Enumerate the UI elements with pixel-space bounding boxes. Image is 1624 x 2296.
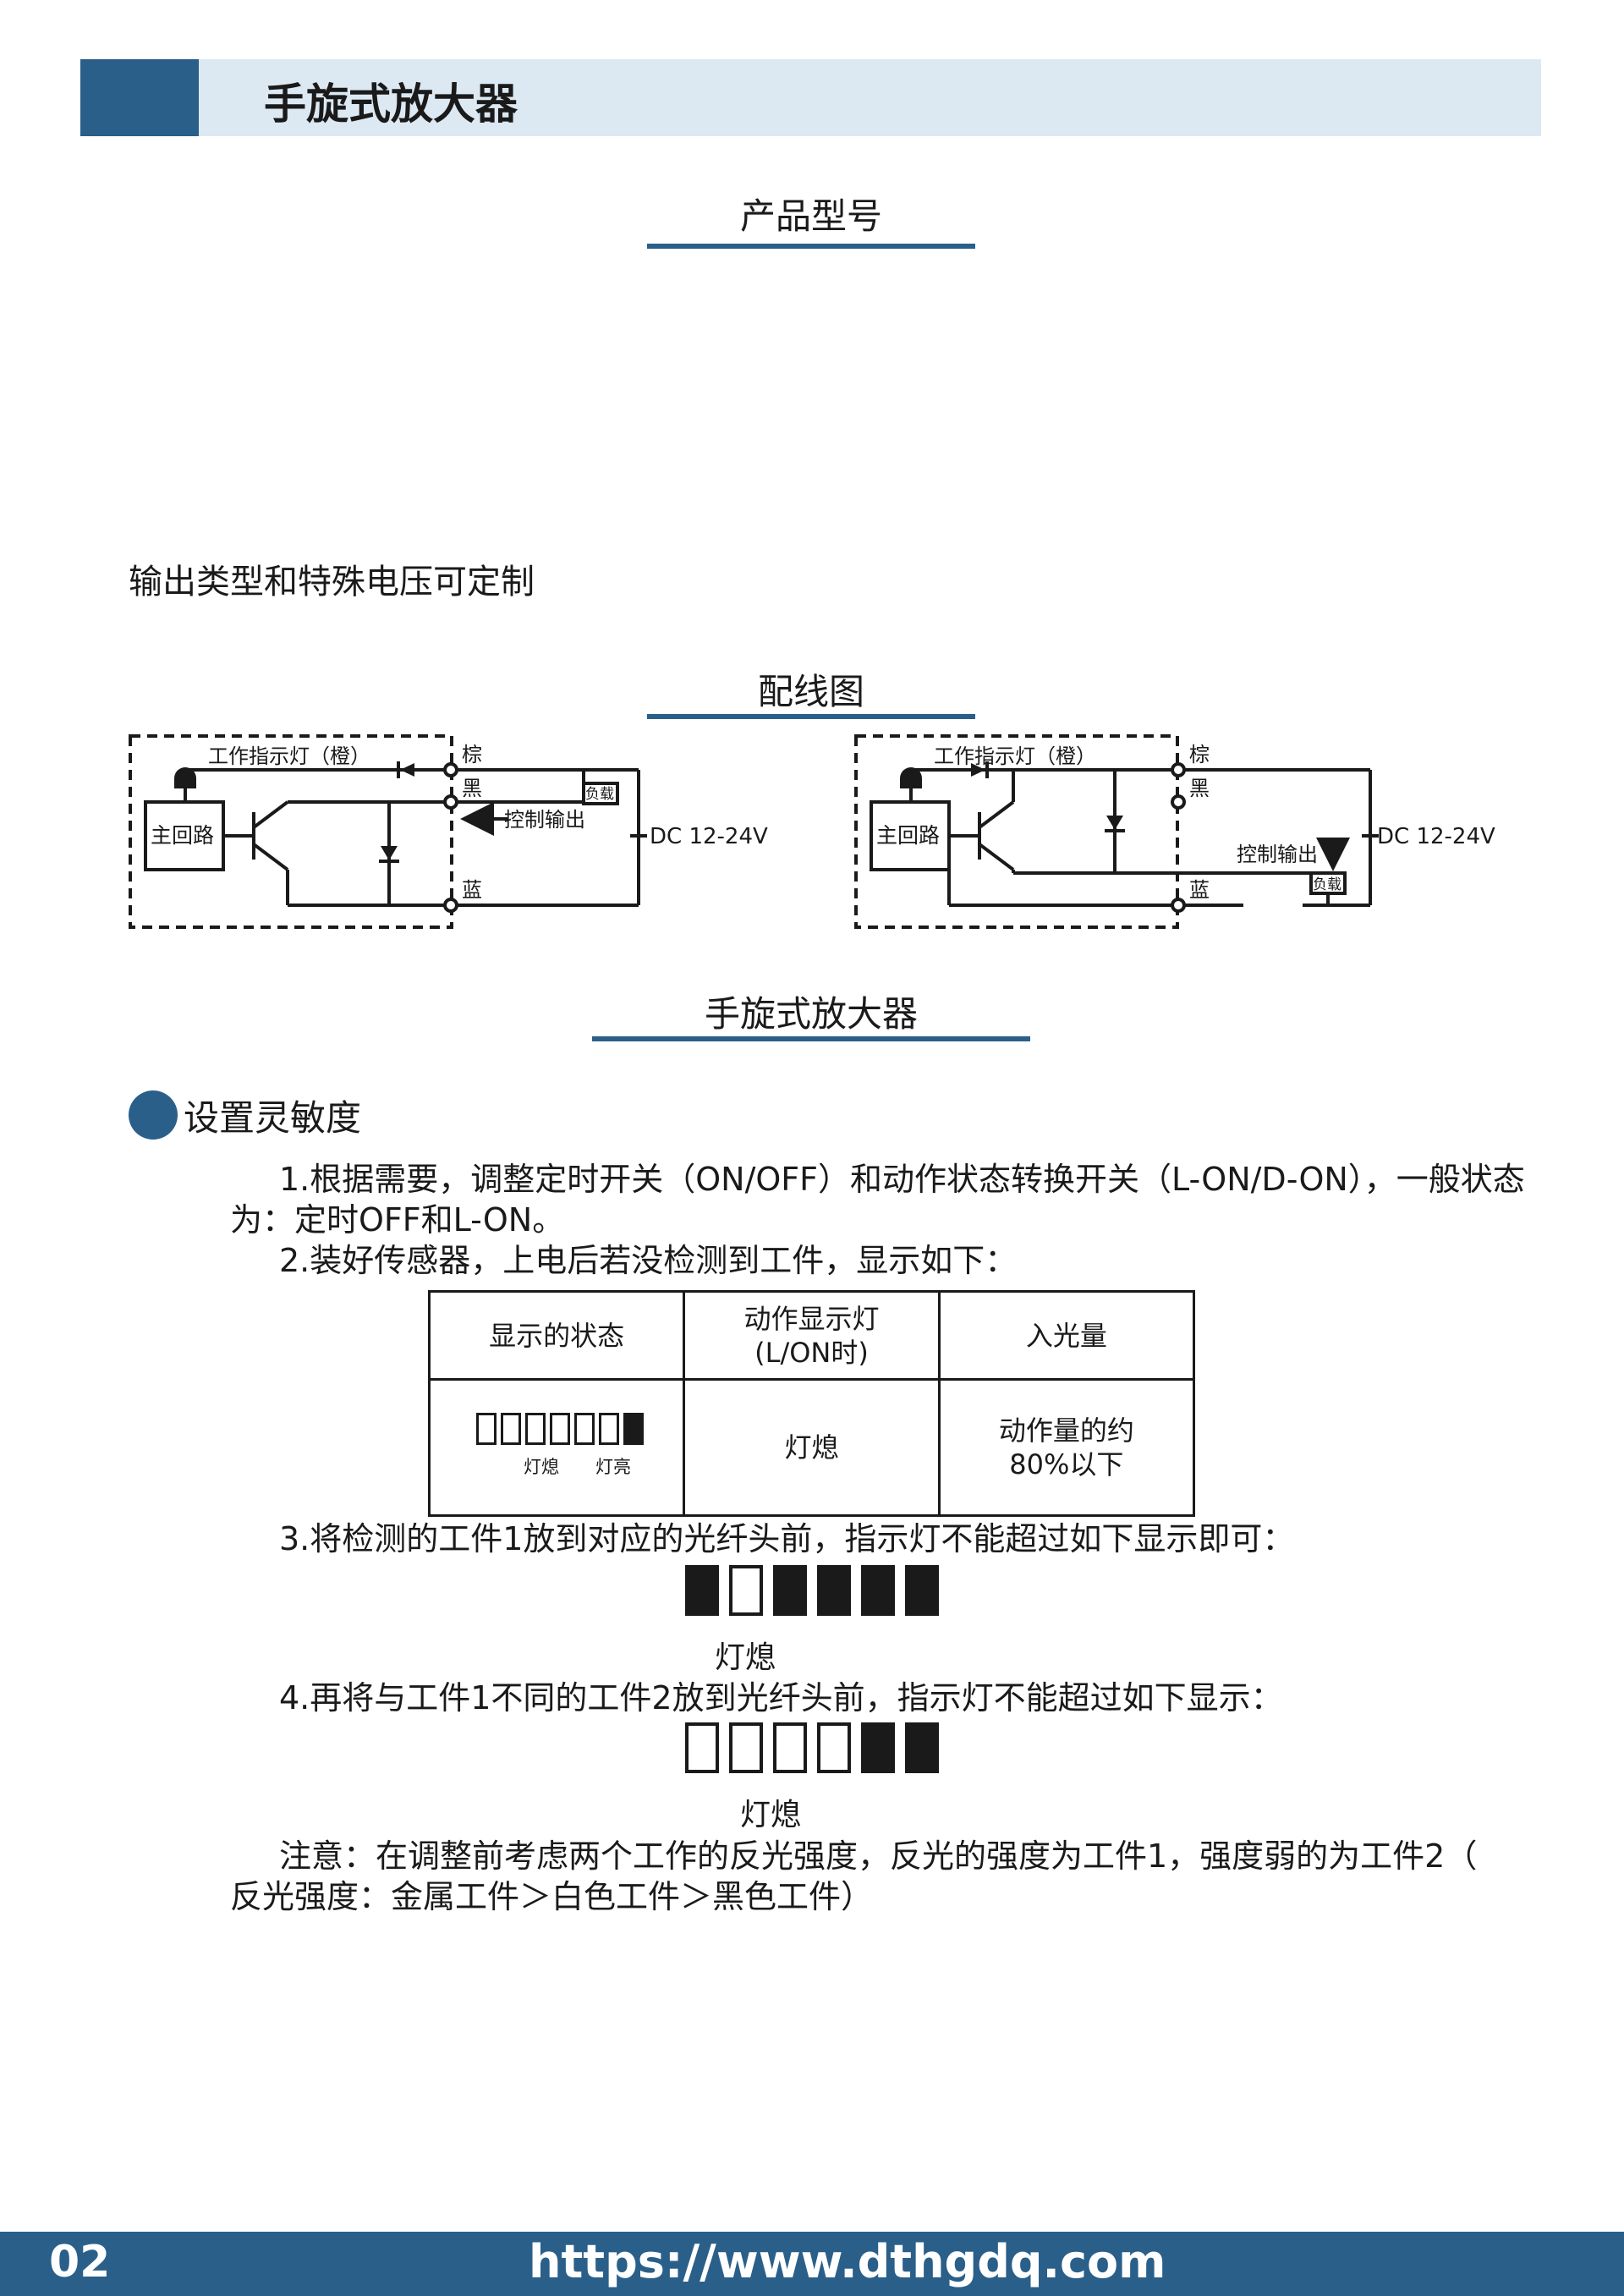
display-states-table: 显示的状态 动作显示灯 (L/ON时) 入光量 灯熄 灯亮 灯熄 动作量的约 8… — [427, 1290, 1196, 1517]
left-dc-label: DC 12-24V — [650, 824, 768, 849]
right-brown-label: 棕 — [1189, 743, 1210, 766]
segment-unlit — [729, 1722, 763, 1773]
table-header-light-amount: 入光量 — [937, 1290, 1196, 1381]
section-underline-model — [647, 244, 975, 249]
header-bar — [80, 59, 1541, 136]
segment-display-step4 — [685, 1722, 939, 1773]
step2-text: 2.装好传感器，上电后若没检测到工件，显示如下： — [279, 1242, 1018, 1279]
segment-unlit — [574, 1413, 595, 1445]
page-title: 手旋式放大器 — [264, 80, 518, 129]
right-dc-label: DC 12-24V — [1377, 824, 1495, 849]
segment-unlit — [501, 1413, 521, 1445]
right-blue-label: 蓝 — [1189, 878, 1210, 902]
bullet-icon — [129, 1090, 178, 1140]
segment-lit — [905, 1722, 939, 1773]
left-brown-label: 棕 — [462, 743, 482, 766]
segment-unlit — [685, 1722, 719, 1773]
table-header-state: 显示的状态 — [427, 1290, 686, 1381]
segment-display-step3 — [685, 1565, 939, 1616]
header-accent-block — [80, 59, 199, 136]
segment-lit — [773, 1565, 807, 1616]
table-cell-status: 灯熄 — [683, 1378, 941, 1517]
table-cell-amount-line2: 80%以下 — [1009, 1448, 1124, 1480]
left-load-label: 负载 — [585, 786, 614, 803]
segment-lit — [685, 1565, 719, 1616]
right-black-label: 黑 — [1189, 777, 1210, 800]
table-cell-amount: 动作量的约 80%以下 — [937, 1378, 1196, 1517]
note-line1: 注意：在调整前考虑两个工作的反光强度，反光的强度为工件1，强度弱的为工件2（ — [279, 1837, 1478, 1875]
table-cell-display: 灯熄 灯亮 — [427, 1378, 686, 1517]
note-line2: 反光强度：金属工件＞白色工件＞黑色工件） — [230, 1878, 874, 1915]
section-title-wiring: 配线图 — [757, 671, 864, 712]
segment-unlit — [729, 1565, 763, 1616]
table-header-indicator: 动作显示灯 (L/ON时) — [683, 1290, 941, 1381]
left-main-circuit-label: 主回路 — [151, 823, 214, 848]
table-header-indicator-line1: 动作显示灯 — [743, 1302, 880, 1335]
segment-lit — [623, 1413, 644, 1445]
segment-unlit — [550, 1413, 570, 1445]
segment-unlit — [476, 1413, 497, 1445]
step1-line2: 为：定时OFF和L-ON。 — [230, 1201, 565, 1239]
wiring-diagram-left — [129, 734, 647, 929]
section-title-model: 产品型号 — [739, 195, 882, 237]
footer-bar — [0, 2232, 1624, 2296]
wiring-diagrams: 工作指示灯（橙） 主回路 棕 黑 蓝 负载 控制输出 DC 12-24V — [129, 734, 1495, 929]
section-title-amplifier: 手旋式放大器 — [704, 993, 918, 1035]
left-control-output-label: 控制输出 — [504, 808, 585, 832]
step1-line1: 1.根据需要，调整定时开关（ON/OFF）和动作状态转换开关（L-ON/D-ON… — [279, 1161, 1525, 1198]
left-indicator-label: 工作指示灯（橙） — [208, 744, 370, 768]
step4-caption: 灯熄 — [740, 1798, 802, 1832]
segment-lit — [861, 1722, 895, 1773]
footer-url[interactable]: https://www.dthgdq.com — [529, 2235, 1166, 2288]
left-black-label: 黑 — [462, 777, 482, 800]
table-on-caption: 灯亮 — [595, 1457, 631, 1477]
step3-text: 3.将检测的工件1放到对应的光纤头前，指示灯不能超过如下显示即可： — [279, 1520, 1295, 1557]
table-off-caption: 灯熄 — [524, 1457, 559, 1477]
wiring-diagram-right — [854, 734, 1379, 929]
segment-unlit — [599, 1413, 619, 1445]
right-main-circuit-label: 主回路 — [876, 823, 940, 848]
right-control-output-label: 控制输出 — [1237, 843, 1318, 866]
custom-note: 输出类型和特殊电压可定制 — [129, 563, 535, 601]
table-header-indicator-line2: (L/ON时) — [754, 1336, 869, 1369]
table-cell-amount-line1: 动作量的约 — [998, 1414, 1134, 1447]
section-underline-wiring — [647, 714, 975, 719]
segment-unlit — [773, 1722, 807, 1773]
right-load-label: 负载 — [1313, 876, 1341, 893]
page-number: 02 — [49, 2237, 111, 2288]
segment-lit — [905, 1565, 939, 1616]
segment-unlit — [817, 1722, 851, 1773]
right-indicator-label: 工作指示灯（橙） — [934, 744, 1096, 768]
table-segment-display — [476, 1413, 645, 1447]
segment-lit — [817, 1565, 851, 1616]
step4-text: 4.再将与工件1不同的工件2放到光纤头前，指示灯不能超过如下显示： — [279, 1679, 1283, 1717]
section-underline-amplifier — [592, 1036, 1030, 1041]
step3-caption: 灯熄 — [715, 1640, 776, 1675]
left-blue-label: 蓝 — [462, 878, 482, 902]
segment-lit — [861, 1565, 895, 1616]
sensitivity-heading: 设置灵敏度 — [184, 1097, 362, 1139]
segment-unlit — [525, 1413, 546, 1445]
